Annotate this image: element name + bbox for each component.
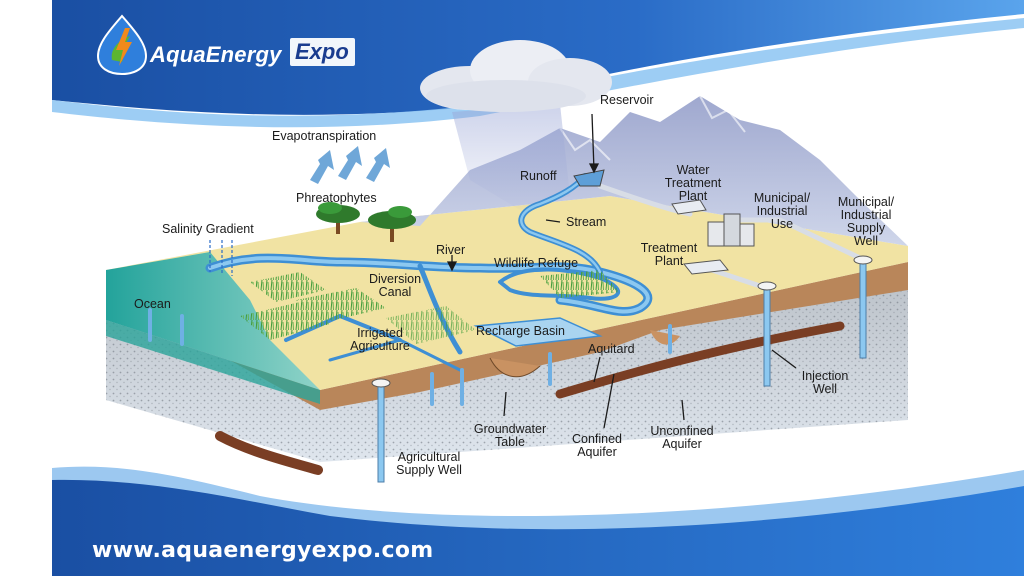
logo-expo-text: Expo	[290, 38, 355, 66]
wells	[371, 255, 873, 483]
recharge-basin	[473, 317, 603, 347]
label-municipal-industrial-supply-well: Municipal/ Industrial Supply Well	[837, 195, 895, 248]
label-stream: Stream	[566, 215, 607, 229]
label-groundwater-table: Groundwater Table	[473, 422, 547, 449]
label-pointers	[446, 113, 797, 429]
mountains	[360, 95, 908, 246]
label-phreatophytes: Phreatophytes	[296, 191, 377, 205]
label-runoff: Runoff	[520, 169, 557, 183]
label-treatment-plant: Treatment Plant	[640, 241, 698, 268]
label-municipal-industrial-use: Municipal/ Industrial Use	[753, 191, 811, 231]
irrigated-fields	[240, 270, 620, 344]
label-salinity-gradient: Salinity Gradient	[162, 222, 254, 236]
label-confined-aquifer: Confined Aquifer	[571, 432, 623, 459]
aquaenergy-logo: AquaEnergy Expo	[92, 14, 362, 76]
label-recharge-basin: Recharge Basin	[476, 324, 565, 338]
treatment-plant-building	[683, 259, 729, 275]
cloud	[420, 40, 612, 210]
label-aquitard: Aquitard	[588, 342, 635, 356]
label-evapotranspiration: Evapotranspiration	[272, 129, 377, 143]
label-unconfined-aquifer: Unconfined Aquifer	[650, 424, 714, 451]
footer-banner	[52, 466, 1024, 576]
phreatophyte-trees	[316, 202, 416, 242]
label-reservoir: Reservoir	[600, 93, 654, 107]
label-diversion-canal: Diversion Canal	[368, 272, 422, 299]
label-water-treatment-plant: Water Treatment Plant	[664, 163, 722, 203]
label-agricultural-supply-well: Agricultural Supply Well	[396, 450, 462, 477]
website-link[interactable]: www.aquaenergyexpo.com	[92, 538, 434, 563]
municipal-buildings	[707, 213, 755, 247]
label-injection-well: Injection Well	[801, 369, 849, 396]
evapotranspiration-arrows	[310, 146, 390, 184]
water-treatment-plant-building	[671, 199, 707, 215]
label-irrigated-agriculture: Irrigated Agriculture	[350, 326, 410, 353]
logo-brand-text: AquaEnergy	[150, 42, 282, 67]
seepage-lines	[148, 308, 672, 406]
label-wildlife-refuge: Wildlife Refuge	[494, 256, 579, 270]
water-drop-logo-icon	[96, 14, 148, 76]
salinity-gradient-lines	[209, 240, 233, 276]
label-river: River	[436, 243, 466, 257]
label-ocean: Ocean	[134, 297, 171, 311]
